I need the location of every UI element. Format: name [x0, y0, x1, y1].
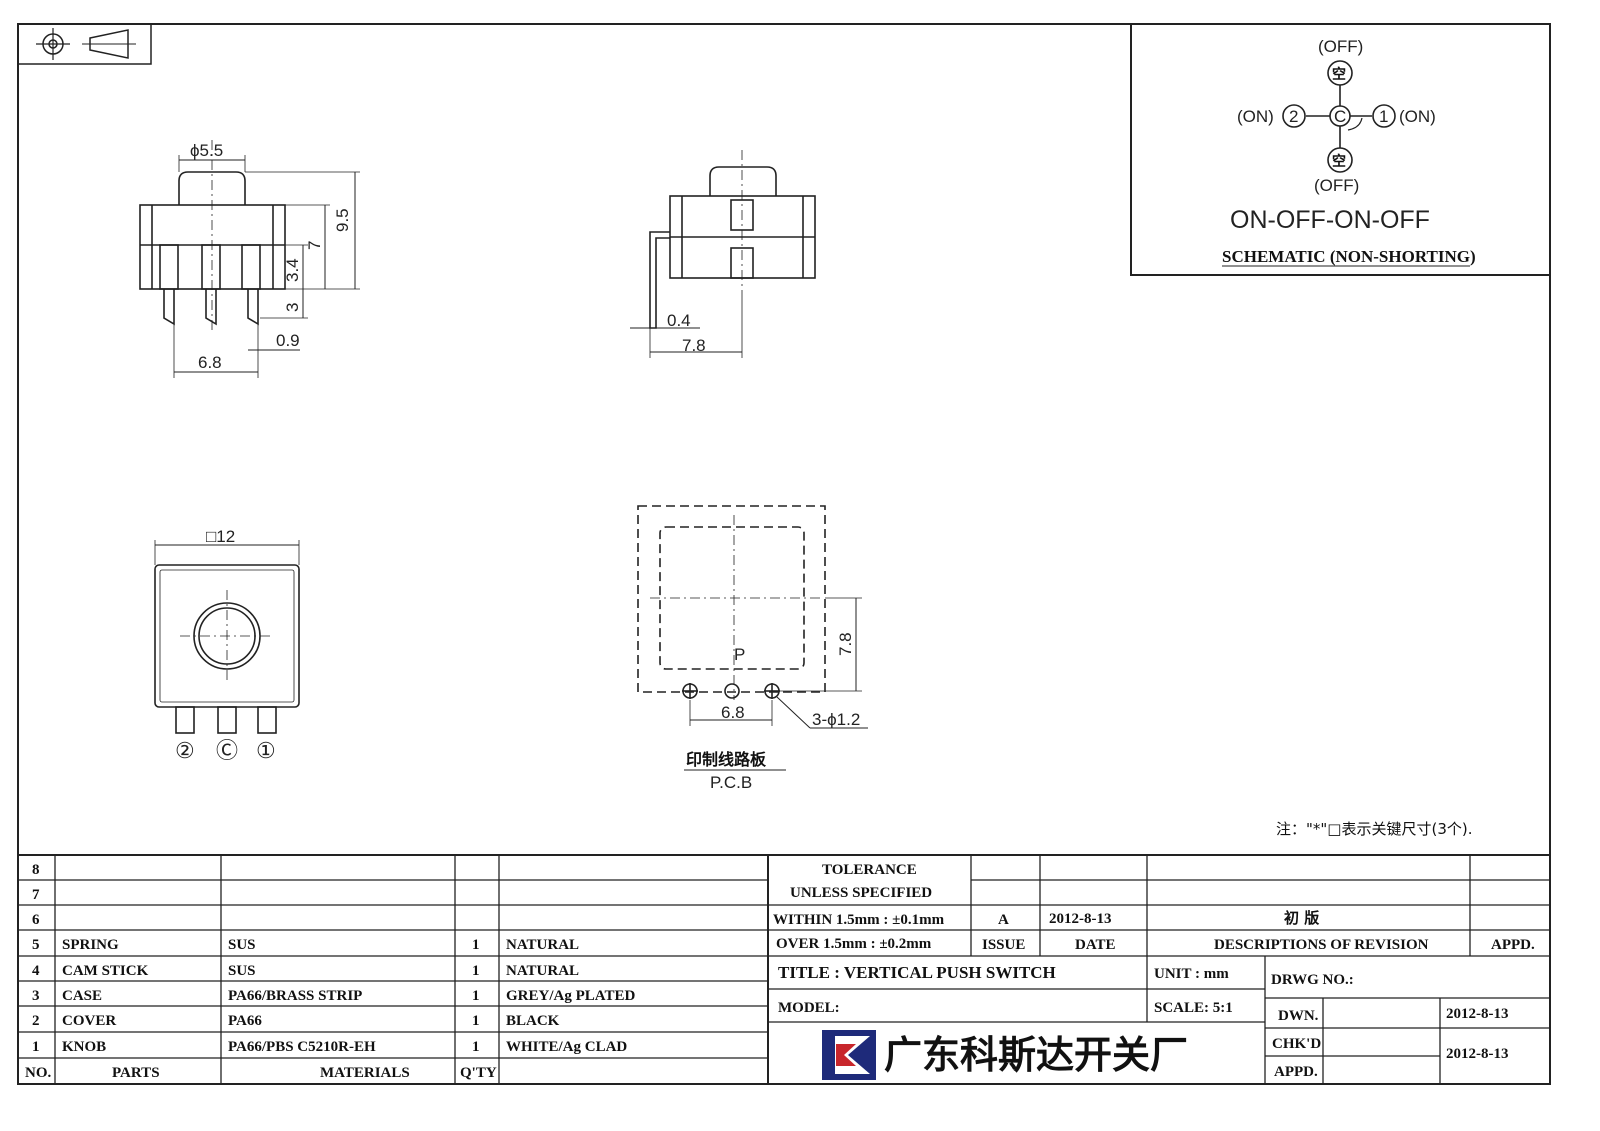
schematic-num-left: 2 [1289, 107, 1298, 126]
parts-cell-finish: NATURAL [506, 937, 579, 953]
front-view [139, 140, 360, 378]
drawing-number-label: DRWG NO.: [1271, 972, 1354, 988]
parts-cell-part: CASE [62, 988, 102, 1004]
parts-cell-part: KNOB [62, 1039, 106, 1055]
parts-cell-material: PA66 [228, 1013, 262, 1029]
projection-symbol-icon [17, 23, 152, 65]
issue-value: A [998, 912, 1009, 928]
parts-cell-no: 8 [32, 862, 40, 878]
dim-side-thickness: 0.4 [667, 311, 691, 330]
bottom-view [154, 540, 300, 734]
company-logo-icon [822, 1030, 876, 1080]
dim-front-total-height: 9.5 [333, 208, 352, 232]
schematic-on-left: (ON) [1237, 107, 1274, 126]
side-view [630, 150, 816, 358]
parts-cell-material: SUS [228, 963, 256, 979]
unit-label: UNIT : mm [1154, 966, 1229, 982]
parts-cell-no: 5 [32, 937, 40, 953]
chk-date: 2012-8-13 [1446, 1046, 1509, 1062]
parts-cell-material: PA66/PBS C5210R-EH [228, 1039, 376, 1055]
parts-cell-no: 7 [32, 887, 40, 903]
description-header: DESCRIPTIONS OF REVISION [1214, 937, 1429, 953]
parts-cell-no: 2 [32, 1013, 40, 1029]
dim-pcb-height: 7.8 [836, 632, 855, 656]
drawing-title: TITLE : VERTICAL PUSH SWITCH [778, 963, 1056, 982]
dwn-date: 2012-8-13 [1446, 1006, 1509, 1022]
dim-front-diameter: ϕ5.5 [190, 141, 223, 160]
parts-cell-no: 6 [32, 912, 40, 928]
chkd-label: CHK'D [1272, 1036, 1321, 1052]
header-no: NO. [25, 1065, 52, 1081]
dim-front-body-height: 7 [305, 241, 324, 250]
schematic-box [1130, 23, 1551, 276]
revision-description-value: 初 版 [1284, 909, 1319, 927]
parts-cell-no: 1 [32, 1039, 40, 1055]
parts-cell-qty: 1 [472, 988, 480, 1004]
title-block-grid [768, 855, 1550, 1084]
schematic-title: ON-OFF-ON-OFF [1230, 206, 1430, 234]
parts-cell-finish: WHITE/Ag CLAD [506, 1039, 627, 1055]
parts-cell-qty: 1 [472, 937, 480, 953]
parts-cell-finish: BLACK [506, 1013, 560, 1029]
drawing-border [17, 23, 1551, 1085]
parts-cell-part: COVER [62, 1013, 116, 1029]
issue-header: ISSUE [982, 937, 1025, 953]
dim-pcb-pitch: 6.8 [721, 703, 745, 722]
pin-1-label: ① [256, 738, 276, 763]
appd-label: APPD. [1274, 1064, 1318, 1080]
schematic-off-bottom: (OFF) [1314, 176, 1359, 195]
tolerance-label: TOLERANCE [822, 862, 917, 878]
schematic-off-top: (OFF) [1318, 37, 1363, 56]
parts-cell-no: 3 [32, 988, 40, 1004]
appd-header: APPD. [1491, 937, 1535, 953]
dim-pcb-holes: 3-ϕ1.2 [812, 710, 860, 729]
dim-bottom-size: □12 [206, 527, 235, 546]
parts-cell-finish: NATURAL [506, 963, 579, 979]
parts-cell-part: CAM STICK [62, 963, 149, 979]
dwn-label: DWN. [1278, 1008, 1319, 1024]
schematic-on-right: (ON) [1399, 107, 1436, 126]
header-materials: MATERIALS [320, 1065, 410, 1081]
parts-cell-no: 4 [32, 963, 40, 979]
parts-cell-qty: 1 [472, 1039, 480, 1055]
header-parts: PARTS [112, 1065, 160, 1081]
parts-cell-material: PA66/BRASS STRIP [228, 988, 362, 1004]
unless-specified: UNLESS SPECIFIED [790, 885, 932, 901]
schematic-num-right: 1 [1379, 107, 1388, 126]
parts-cell-material: SUS [228, 937, 256, 953]
model-label: MODEL: [778, 1000, 840, 1016]
dim-front-pin-height: 3.4 [283, 258, 302, 282]
schematic-subtitle: SCHEMATIC (NON-SHORTING) [1222, 247, 1476, 266]
parts-cell-qty: 1 [472, 963, 480, 979]
pin-c-label: Ⓒ [216, 738, 238, 763]
schematic-kong-top: 空 [1332, 66, 1346, 83]
parts-cell-finish: GREY/Ag PLATED [506, 988, 635, 1004]
pcb-p-label: P [734, 645, 745, 664]
pin-2-label: ② [175, 738, 195, 763]
pcb-label-cn: 印制线路板 [686, 750, 767, 769]
parts-table-grid [18, 854, 1550, 1084]
pcb-footprint [637, 505, 868, 771]
key-dimension-note: 注："*"□表示关键尺寸(3个). [1276, 820, 1473, 838]
dim-front-lead-height: 3 [283, 303, 302, 312]
dim-side-width: 7.8 [682, 336, 706, 355]
dim-front-pin-width: 0.9 [276, 331, 300, 350]
scale-label: SCALE: 5:1 [1154, 1000, 1233, 1016]
tolerance-over: OVER 1.5mm : ±0.2mm [776, 936, 932, 952]
company-name: 广东科斯达开关厂 [884, 1033, 1188, 1077]
parts-cell-qty: 1 [472, 1013, 480, 1029]
parts-cell-part: SPRING [62, 937, 119, 953]
schematic-center: C [1334, 107, 1346, 126]
schematic-kong-bottom: 空 [1332, 153, 1346, 170]
header-qty: Q'TY [460, 1065, 497, 1081]
date-value: 2012-8-13 [1049, 911, 1112, 927]
tolerance-within: WITHIN 1.5mm : ±0.1mm [773, 912, 945, 928]
date-header: DATE [1075, 937, 1116, 953]
pcb-label-en: P.C.B [710, 773, 752, 792]
dim-front-pitch: 6.8 [198, 353, 222, 372]
